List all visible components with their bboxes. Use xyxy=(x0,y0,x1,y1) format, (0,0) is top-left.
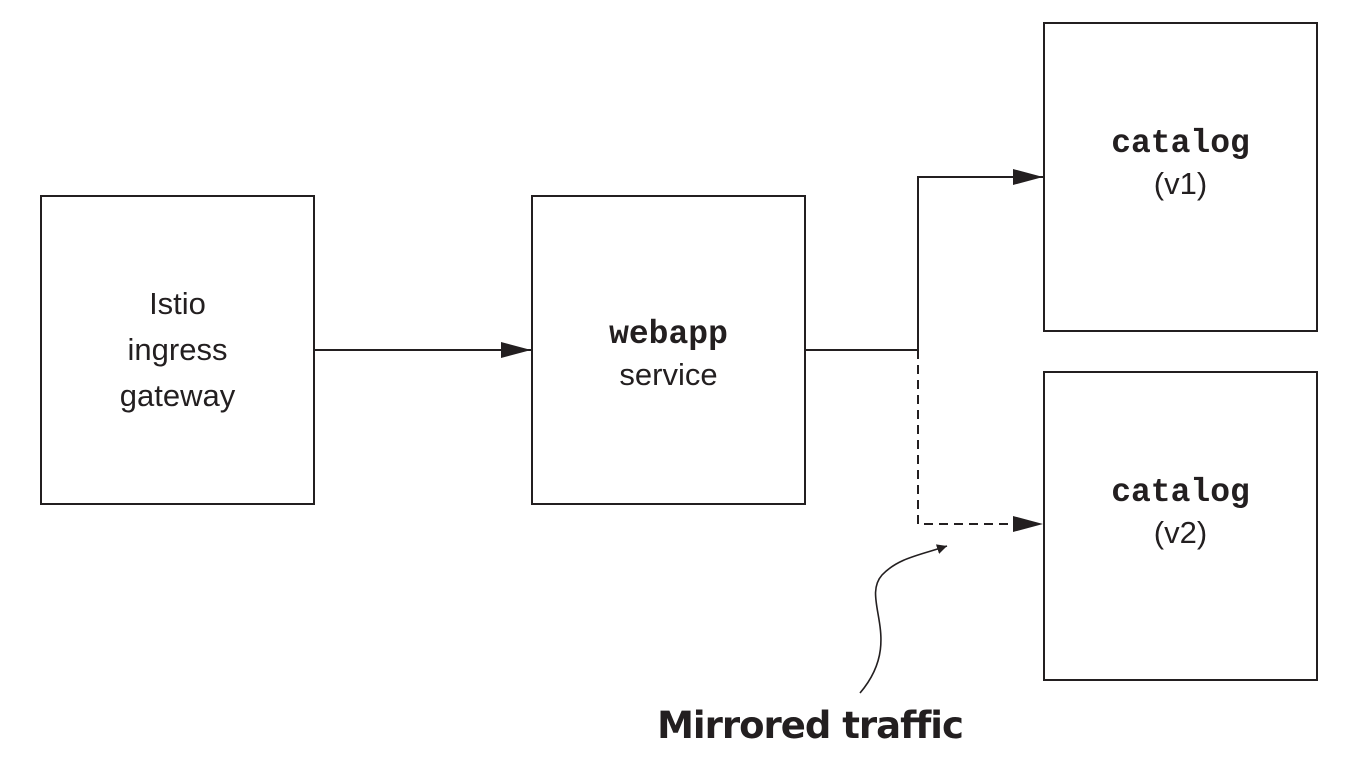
catalog-v1-box: catalog (v1) xyxy=(1043,22,1318,332)
webapp-name: webapp xyxy=(609,316,728,353)
gateway-label-line-3: gateway xyxy=(119,378,236,413)
gateway-label-line-2: ingress xyxy=(127,332,228,367)
mirrored-traffic-annotation: Mirrored traffic xyxy=(657,704,964,747)
catalog-v1-version: (v1) xyxy=(1153,166,1208,201)
catalog-v1-name: catalog xyxy=(1111,125,1250,162)
edge-webapp-to-catalog-v2-mirrored xyxy=(917,350,1043,532)
annotation-pointer-arrow xyxy=(859,544,948,694)
catalog-v2-name: catalog xyxy=(1111,474,1250,511)
edge-webapp-to-catalog-v1 xyxy=(806,169,1043,351)
webapp-service-box: webapp service xyxy=(531,195,806,505)
gateway-label-line-1: Istio xyxy=(149,286,206,321)
istio-ingress-gateway-box: Istio ingress gateway xyxy=(40,195,315,505)
catalog-v2-box: catalog (v2) xyxy=(1043,371,1318,681)
webapp-sublabel: service xyxy=(619,357,718,392)
catalog-v2-version: (v2) xyxy=(1153,515,1208,550)
